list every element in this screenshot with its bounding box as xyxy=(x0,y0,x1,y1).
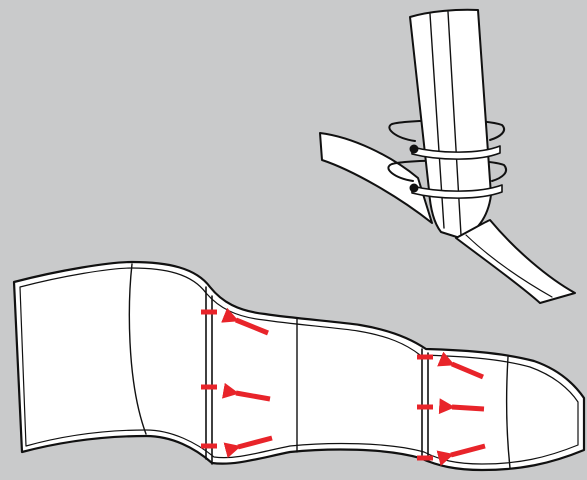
red-arrow-left-icon xyxy=(223,435,273,459)
red-arrow-left-icon xyxy=(438,398,485,415)
strap-front-lower xyxy=(411,184,503,199)
join-annotations xyxy=(201,307,486,467)
left-strip xyxy=(319,132,433,224)
panel-divider-3 xyxy=(506,356,511,469)
strap-front-upper xyxy=(411,145,501,160)
pole xyxy=(409,8,492,239)
red-arrow-left-icon xyxy=(222,382,271,402)
bottom-strip xyxy=(455,219,576,304)
red-arrow-left-icon xyxy=(436,443,486,467)
bottom-strip-seam xyxy=(465,234,553,298)
panel-divider-1 xyxy=(128,263,147,435)
pole-with-straps-icon xyxy=(319,8,576,304)
wavy-banner-panels-icon xyxy=(12,260,586,472)
buckle-lower-icon xyxy=(409,183,419,193)
red-arrow-left-icon xyxy=(437,351,484,380)
red-arrow-left-icon xyxy=(221,307,269,336)
buckle-upper-icon xyxy=(409,144,419,154)
